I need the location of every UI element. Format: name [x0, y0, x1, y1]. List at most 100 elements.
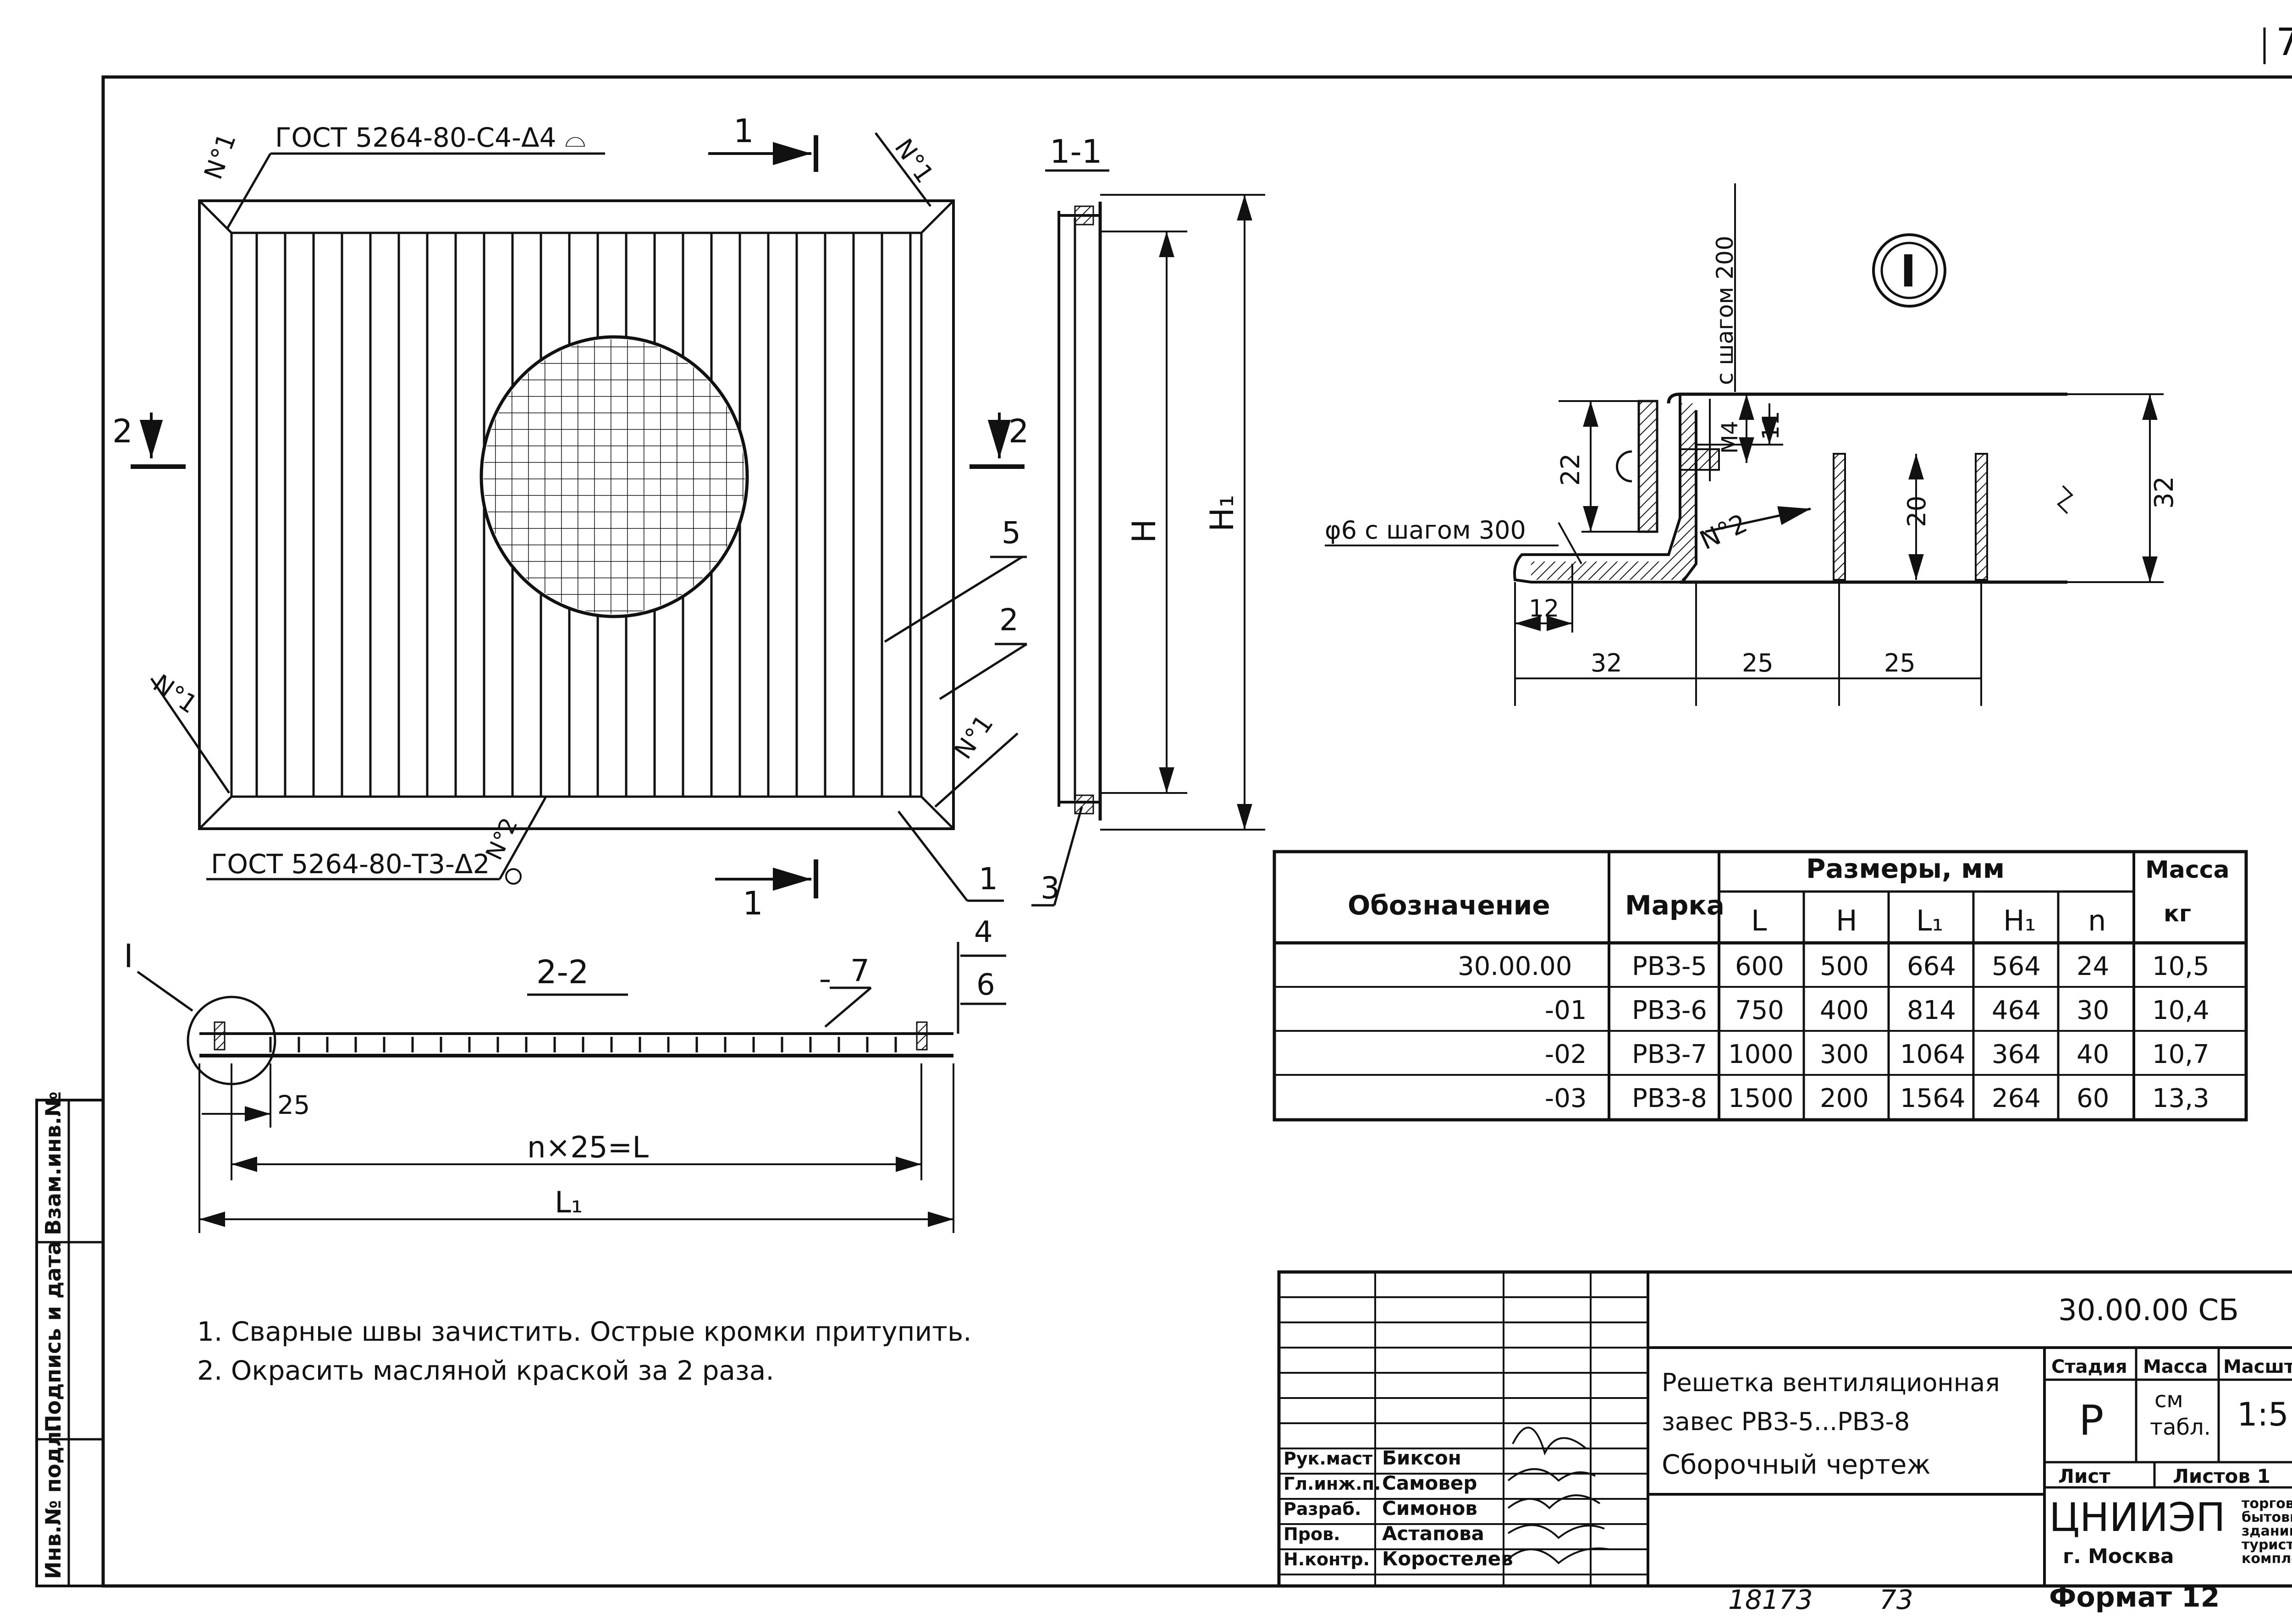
section-bars [269, 1037, 897, 1052]
section-1-1: 1-1 H H₁ 3 [1031, 133, 1265, 907]
stamp-vzam-inv: Взам.инв.№ [41, 1091, 66, 1235]
detail-weld-mark: N°2 [1695, 508, 1752, 556]
page-number: 72 [2276, 21, 2292, 64]
label-sheet: Лист [2058, 1465, 2110, 1487]
cell-L1: 814 [1907, 996, 1956, 1025]
org-desc-5: комплексов [2242, 1551, 2292, 1567]
dim-11: 11 [1758, 411, 1784, 440]
title-block: 30.00.00 СБ Решетка вентиляционная завес… [1277, 1270, 2292, 1588]
cell-L: 600 [1735, 952, 1784, 981]
th-L: L [1751, 904, 1767, 937]
front-view: ГОСТ 5264-80-С4-Δ4 ⌓ N°1 N°1 N°1 N°1 ГОС… [112, 112, 1029, 922]
cell-L: 750 [1735, 996, 1784, 1025]
person: Симонов [1382, 1497, 1477, 1519]
cell-n: 60 [2077, 1084, 2109, 1113]
note-rod: φ6 с шагом 300 [1325, 516, 1526, 545]
cell-H1: 464 [1992, 996, 2041, 1025]
org-name: ЦНИИЭП [2049, 1495, 2226, 1541]
org-desc-2: бытовых [2242, 1509, 2292, 1525]
cell-H: 200 [1820, 1084, 1869, 1113]
callout-2: 2 [999, 602, 1019, 638]
role: Пров. [1284, 1524, 1340, 1544]
cell-H: 400 [1820, 996, 1869, 1025]
person: Коростелев [1382, 1547, 1513, 1570]
cut-2-left-label: 2 [112, 413, 133, 450]
th-n: n [2088, 904, 2106, 937]
section-2-2: 2-2 I 7 4 6 25 n×25=L L₁ [124, 915, 1006, 1233]
dim-h: H [1125, 519, 1163, 543]
cell-L1: 664 [1907, 952, 1956, 981]
section-1-1-title: 1-1 [1050, 133, 1102, 171]
person: Астапова [1382, 1522, 1484, 1545]
mesh-detail [484, 339, 745, 614]
cell-H1: 564 [1992, 952, 2041, 981]
stamp-inv-podl: Инв.№ подл. [41, 1423, 66, 1579]
mass-value-2: табл. [2150, 1415, 2211, 1440]
person: Самовер [1382, 1472, 1477, 1494]
cell-L: 1500 [1728, 1084, 1794, 1113]
note-2: 2. Окрасить масляной краской за 2 раза. [197, 1355, 774, 1386]
th-mass-unit: кг [2164, 900, 2191, 927]
detail-mark-outer [1872, 233, 1946, 308]
cell-designation: -01 [1545, 996, 1587, 1025]
doc-title-line3: Сборочный чертеж [1662, 1449, 1931, 1480]
signature-row: Пров. Астапова [1284, 1522, 1484, 1545]
th-L1: L₁ [1916, 904, 1943, 937]
cell-mass: 10,5 [2152, 952, 2209, 981]
cell-L1: 1564 [1900, 1084, 1966, 1113]
cell-mark: РВЗ-8 [1632, 1084, 1707, 1113]
cell-n: 30 [2077, 996, 2109, 1025]
copy-number: 73 [1879, 1584, 1913, 1615]
cell-n: 24 [2077, 952, 2109, 981]
cell-mass: 10,4 [2152, 996, 2209, 1025]
detail-mark: I [1900, 246, 1917, 297]
doc-title-line2: завес РВЗ-5...РВЗ-8 [1662, 1407, 1910, 1436]
note-step-200: с шагом 200 [1712, 236, 1738, 385]
dim-h1: H₁ [1203, 495, 1241, 532]
callout-5: 5 [1002, 515, 1021, 551]
cell-H1: 364 [1992, 1040, 2041, 1069]
cell-designation: 30.00.00 [1458, 952, 1572, 981]
dim-32: 32 [1591, 649, 1622, 677]
sheet-frame [101, 75, 2292, 1588]
cell-L: 1000 [1728, 1040, 1794, 1069]
dim-12: 12 [1529, 595, 1559, 622]
dim-n-by-25: n×25=L [527, 1131, 649, 1165]
cell-H: 300 [1820, 1040, 1869, 1069]
cell-designation: -02 [1545, 1040, 1587, 1069]
callout-4: 4 [974, 915, 993, 949]
cell-mark: РВЗ-5 [1632, 952, 1707, 981]
signature-row: Рук.маст Биксон [1284, 1447, 1461, 1469]
side-stamp: Инв.№ подл. Подпись и дата Взам.инв.№ [35, 1091, 105, 1587]
format-label: Формат 12 [2049, 1581, 2220, 1613]
note-1: 1. Сварные швы зачистить. Острые кромки … [197, 1316, 972, 1347]
dim-22: 22 [1556, 453, 1586, 486]
inventory-number: 18173 [1728, 1584, 1813, 1615]
cell-n: 40 [2077, 1040, 2109, 1069]
section-2-2-title: 2-2 [536, 953, 589, 991]
cell-H: 500 [1820, 952, 1869, 981]
signature-row: Гл.инж.п. Самовер [1284, 1472, 1477, 1494]
table-row: -02 РВЗ-7 1000 300 1064 364 40 10,7 [1545, 1040, 2209, 1069]
dim-25-b: 25 [1884, 649, 1916, 677]
role: Н.контр. [1284, 1549, 1370, 1569]
org-desc-3: зданий и [2242, 1523, 2292, 1539]
label-scale: Масштаб [2223, 1356, 2292, 1377]
signature-row: Н.контр. Коростелев [1284, 1547, 1513, 1570]
cut-2-right-label: 2 [1008, 413, 1029, 450]
label-stage: Стадия [2051, 1356, 2127, 1377]
th-mark: Марка [1625, 890, 1725, 921]
label-sheets: Листов 1 [2173, 1465, 2270, 1487]
callout-1: 1 [979, 861, 998, 897]
weld-spec-bottom: ГОСТ 5264-80-Т3-Δ2 [211, 848, 490, 880]
louver-bars [255, 233, 912, 797]
detail-I-mark: I [124, 937, 133, 975]
callout-3: 3 [1041, 870, 1060, 906]
person: Биксон [1382, 1447, 1461, 1469]
org-desc-1: торгово- [2242, 1496, 2292, 1512]
org-desc-4: туристских [2242, 1537, 2292, 1553]
role: Гл.инж.п. [1284, 1474, 1381, 1494]
table-row: -03 РВЗ-8 1500 200 1564 264 60 13,3 [1545, 1084, 2209, 1113]
org-city: г. Москва [2063, 1545, 2174, 1568]
